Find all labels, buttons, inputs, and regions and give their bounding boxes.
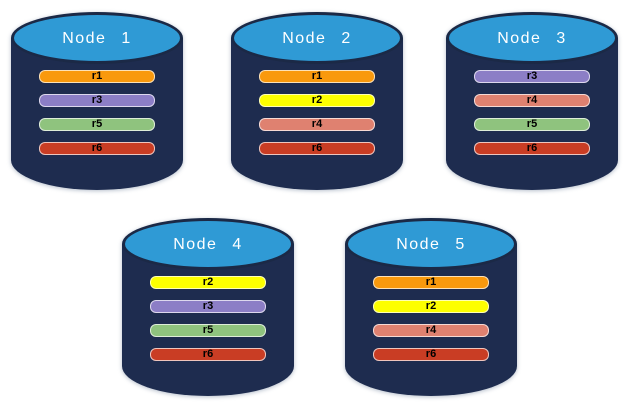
- record-list: r1 r2 r4 r6: [373, 276, 489, 361]
- node-cylinder-4: Node 4 r2 r3 r5 r6: [122, 218, 294, 396]
- node-title: Node 3: [497, 30, 567, 47]
- node-cylinder-1: Node 1 r1 r3 r5 r6: [11, 12, 183, 190]
- record-bar: r3: [150, 300, 266, 313]
- cylinder-top: Node 3: [446, 12, 618, 64]
- record-list: r1 r3 r5 r6: [39, 70, 155, 155]
- record-bar: r2: [259, 94, 375, 107]
- record-bar: r6: [39, 142, 155, 155]
- record-bar: r3: [39, 94, 155, 107]
- record-list: r1 r2 r4 r6: [259, 70, 375, 155]
- cylinder-top: Node 4: [122, 218, 294, 270]
- cylinder-top: Node 2: [231, 12, 403, 64]
- record-bar: r5: [150, 324, 266, 337]
- record-list: r2 r3 r5 r6: [150, 276, 266, 361]
- record-bar: r6: [474, 142, 590, 155]
- record-bar: r6: [150, 348, 266, 361]
- record-bar: r6: [259, 142, 375, 155]
- record-bar: r2: [373, 300, 489, 313]
- record-bar: r1: [373, 276, 489, 289]
- record-bar: r4: [474, 94, 590, 107]
- node-title: Node 5: [396, 236, 466, 253]
- record-bar: r5: [39, 118, 155, 131]
- record-bar: r4: [259, 118, 375, 131]
- node-title: Node 2: [282, 30, 352, 47]
- record-bar: r3: [474, 70, 590, 83]
- node-title: Node 4: [173, 236, 243, 253]
- record-bar: r2: [150, 276, 266, 289]
- record-bar: r6: [373, 348, 489, 361]
- cylinder-top: Node 1: [11, 12, 183, 64]
- record-list: r3 r4 r5 r6: [474, 70, 590, 155]
- record-bar: r4: [373, 324, 489, 337]
- record-bar: r5: [474, 118, 590, 131]
- cylinder-top: Node 5: [345, 218, 517, 270]
- node-cylinder-5: Node 5 r1 r2 r4 r6: [345, 218, 517, 396]
- node-cylinder-2: Node 2 r1 r2 r4 r6: [231, 12, 403, 190]
- record-bar: r1: [259, 70, 375, 83]
- node-title: Node 1: [62, 30, 132, 47]
- record-bar: r1: [39, 70, 155, 83]
- node-cylinder-3: Node 3 r3 r4 r5 r6: [446, 12, 618, 190]
